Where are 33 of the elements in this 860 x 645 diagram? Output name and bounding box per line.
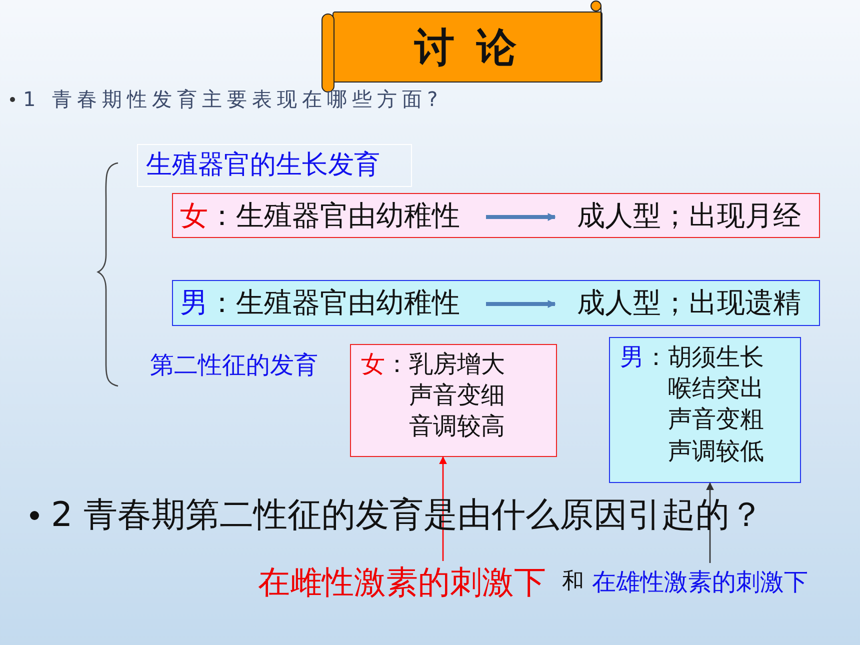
text: 音调较高: [409, 411, 506, 442]
text: 乳房增大: [409, 349, 506, 380]
gender-label: 男: [180, 284, 208, 321]
colon: ：: [385, 349, 409, 380]
text: 生殖器官由幼稚性: [236, 284, 460, 321]
arrow: [486, 300, 556, 308]
text: 胡须生长: [668, 342, 765, 373]
arrow: [486, 213, 556, 221]
text: 成人型；出现月经: [577, 198, 801, 234]
text: 生殖器官由幼稚性: [236, 198, 460, 234]
gender-label: 男: [620, 342, 644, 373]
box-frame: [172, 193, 820, 238]
text: 和: [562, 568, 584, 596]
text: 声音变细: [409, 380, 506, 412]
text: 喉结突出: [668, 373, 765, 404]
box-frame: [172, 280, 820, 326]
gender-label: 女: [180, 198, 208, 234]
text: 声调较低: [668, 436, 765, 467]
text: 第二性征的发育: [150, 350, 318, 382]
colon: ：: [208, 284, 236, 321]
text-box: [350, 344, 557, 457]
text-box: [137, 144, 412, 187]
text: 在雄性激素的刺激下: [592, 567, 808, 598]
text: 声音变粗: [668, 404, 765, 436]
text: 成人型；出现遗精: [577, 284, 801, 321]
colon: ：: [644, 342, 668, 373]
question: 1 青春期性发育主要表现在哪些方面?: [23, 86, 443, 113]
text: 生殖器官的生长发育: [146, 148, 380, 182]
text: 在雌性激素的刺激下: [258, 562, 546, 604]
gender-label: 女: [361, 349, 385, 380]
title: 讨 论: [414, 24, 520, 72]
text-box: [609, 337, 801, 483]
colon: ：: [208, 198, 236, 234]
